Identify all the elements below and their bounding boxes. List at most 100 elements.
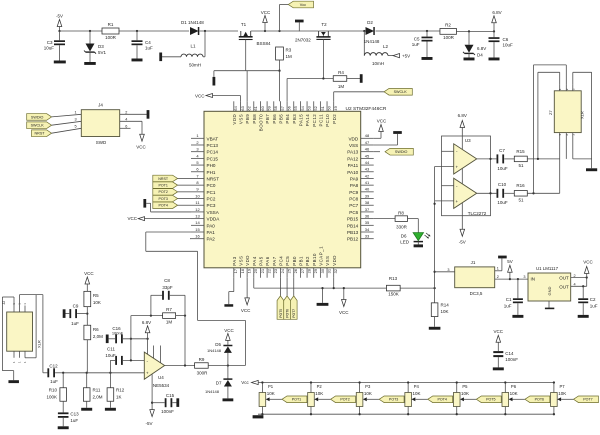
svg-text:POT6: POT6 xyxy=(535,398,544,402)
svg-text:49: 49 xyxy=(333,106,338,110)
svg-text:24: 24 xyxy=(280,268,285,273)
svg-text:PB14: PB14 xyxy=(347,223,359,228)
svg-text:D1 1N4148: D1 1N4148 xyxy=(181,20,204,25)
svg-text:PH1: PH1 xyxy=(207,170,216,175)
svg-text:53: 53 xyxy=(306,106,311,110)
svg-text:34: 34 xyxy=(365,227,370,232)
svg-text:VCC: VCC xyxy=(377,119,387,124)
svg-text:T1: T1 xyxy=(241,22,247,27)
svg-text:7: 7 xyxy=(196,173,199,178)
svg-text:6.8V: 6.8V xyxy=(492,10,501,15)
svg-text:51: 51 xyxy=(518,198,524,203)
svg-text:C11: C11 xyxy=(107,347,115,352)
svg-text:C7: C7 xyxy=(499,148,505,153)
svg-text:PB6: PB6 xyxy=(272,114,277,124)
svg-text:1: 1 xyxy=(75,110,77,114)
svg-text:BOOT0: BOOT0 xyxy=(259,114,264,131)
svg-text:2: 2 xyxy=(497,275,499,279)
svg-text:PA10: PA10 xyxy=(347,170,358,175)
svg-text:33: 33 xyxy=(365,234,370,239)
svg-text:6.8V: 6.8V xyxy=(477,46,486,51)
svg-text:8: 8 xyxy=(196,180,199,185)
svg-text:SWCLK: SWCLK xyxy=(394,90,408,94)
svg-text:4: 4 xyxy=(196,153,199,158)
svg-text:52: 52 xyxy=(313,106,318,110)
svg-text:R14: R14 xyxy=(441,303,450,308)
svg-text:-: - xyxy=(147,358,149,363)
svg-text:XLR: XLR xyxy=(579,111,584,119)
svg-text:PB4: PB4 xyxy=(285,114,290,124)
svg-text:PC13: PC13 xyxy=(207,143,219,148)
svg-text:PC9: PC9 xyxy=(349,190,358,195)
svg-text:VCC: VCC xyxy=(224,328,234,333)
svg-text:47: 47 xyxy=(365,140,370,145)
svg-text:R12: R12 xyxy=(116,388,125,393)
svg-text:+: + xyxy=(456,199,459,204)
svg-text:35: 35 xyxy=(365,220,370,225)
svg-text:PA13: PA13 xyxy=(347,150,358,155)
svg-text:POT1: POT1 xyxy=(159,184,168,188)
svg-text:2,0M: 2,0M xyxy=(93,334,103,339)
svg-text:55: 55 xyxy=(293,106,298,110)
svg-text:2: 2 xyxy=(125,110,127,114)
svg-text:10K: 10K xyxy=(558,391,566,396)
svg-text:C15: C15 xyxy=(166,393,175,398)
svg-text:1uF: 1uF xyxy=(145,46,153,51)
svg-text:25: 25 xyxy=(286,269,291,273)
svg-text:VSS: VSS xyxy=(239,256,244,266)
svg-text:100R: 100R xyxy=(105,35,117,40)
svg-text:39: 39 xyxy=(365,193,370,198)
svg-text:U1 LM1117: U1 LM1117 xyxy=(536,266,559,271)
svg-text:PB1: PB1 xyxy=(299,256,304,266)
svg-text:11: 11 xyxy=(195,200,200,205)
svg-text:P3: P3 xyxy=(365,384,371,389)
svg-text:PC1: PC1 xyxy=(207,190,216,195)
svg-text:-5V: -5V xyxy=(56,14,63,19)
svg-text:D4: D4 xyxy=(477,53,483,58)
svg-text:12: 12 xyxy=(195,207,200,212)
svg-text:10uF: 10uF xyxy=(105,353,116,358)
svg-text:R2: R2 xyxy=(445,23,451,28)
svg-text:POT1: POT1 xyxy=(292,398,301,402)
svg-text:R10: R10 xyxy=(49,388,58,393)
svg-text:D6: D6 xyxy=(401,233,407,238)
svg-text:PA7: PA7 xyxy=(272,256,277,266)
svg-text:10K: 10K xyxy=(412,391,420,396)
svg-text:-5V: -5V xyxy=(145,421,152,426)
svg-text:2N7032: 2N7032 xyxy=(295,37,311,42)
svg-text:PC10: PC10 xyxy=(325,114,330,127)
svg-text:L2: L2 xyxy=(383,44,389,49)
svg-text:PA14: PA14 xyxy=(305,114,310,126)
svg-text:POT4: POT4 xyxy=(438,398,447,402)
svg-text:1: 1 xyxy=(12,361,16,363)
svg-text:6: 6 xyxy=(125,124,127,128)
svg-text:10: 10 xyxy=(195,193,200,198)
svg-text:150K: 150K xyxy=(388,292,399,297)
svg-text:23: 23 xyxy=(273,269,278,273)
svg-text:VCC: VCC xyxy=(136,144,146,149)
svg-text:60: 60 xyxy=(260,105,265,110)
svg-text:PA9: PA9 xyxy=(350,176,359,181)
svg-text:J4: J4 xyxy=(98,103,103,108)
svg-text:PA3: PA3 xyxy=(232,256,237,266)
svg-text:62: 62 xyxy=(247,106,252,110)
svg-text:R6: R6 xyxy=(93,327,99,332)
svg-text:-: - xyxy=(456,184,458,189)
svg-text:C8: C8 xyxy=(164,278,170,283)
svg-text:PB5: PB5 xyxy=(279,114,284,124)
svg-text:C5: C5 xyxy=(414,37,420,42)
svg-text:10K: 10K xyxy=(461,391,469,396)
svg-text:2: 2 xyxy=(574,274,576,278)
svg-text:1: 1 xyxy=(23,361,27,363)
svg-text:10K: 10K xyxy=(267,391,275,396)
svg-text:VCC: VCC xyxy=(127,216,137,221)
svg-text:59: 59 xyxy=(267,106,272,110)
svg-text:C13: C13 xyxy=(70,412,79,417)
svg-text:J1: J1 xyxy=(471,260,476,265)
svg-text:43: 43 xyxy=(365,167,370,172)
svg-text:P5: P5 xyxy=(462,384,468,389)
svg-text:PH0: PH0 xyxy=(207,163,216,168)
svg-text:C10: C10 xyxy=(498,182,507,187)
svg-text:6.8V: 6.8V xyxy=(458,113,467,118)
svg-text:C2: C2 xyxy=(590,297,596,302)
